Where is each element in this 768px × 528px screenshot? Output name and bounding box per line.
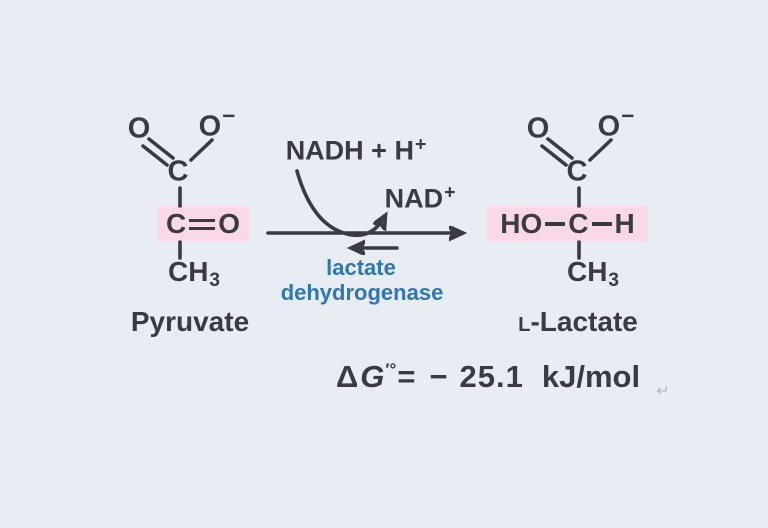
negative-charge: −	[621, 103, 635, 129]
lactate-bonds	[540, 137, 613, 260]
pyruvate-bonds	[141, 137, 214, 260]
gibbs-g: G	[360, 359, 385, 394]
oxygen-label: O	[198, 110, 222, 143]
lactate-name-label: L-Lactate	[518, 308, 638, 336]
minus-sign: −	[429, 359, 448, 394]
lactate-carboxylate-oxygen: O−	[597, 104, 635, 143]
prime-degree-superscript: ′°	[385, 359, 397, 379]
lactate-carbonyl-oxygen: O	[526, 112, 550, 145]
lactate-smallcap-l: L	[518, 314, 531, 336]
pyruvate-carboxylate-oxygen: O−	[198, 104, 236, 143]
c-h-bond	[591, 222, 612, 226]
nadh-label: NADH + H+	[285, 135, 427, 166]
return-mark-icon: ↵	[656, 383, 670, 400]
nadh-plus-charge: +	[414, 133, 427, 156]
nadh-text: NADH + H	[285, 135, 414, 166]
negative-charge: −	[222, 103, 236, 129]
enzyme-name-line2: dehydrogenase	[280, 280, 444, 305]
cofactor-curved-arrow	[295, 169, 385, 238]
equals-sign: =	[397, 359, 416, 394]
delta-symbol: Δ	[336, 359, 359, 394]
pyruvate-methyl-group: CH3	[167, 256, 220, 291]
pyruvate-name-label: Pyruvate	[130, 306, 250, 337]
nad-label: NAD+	[384, 183, 456, 214]
alpha-carbon-label: C	[568, 208, 589, 239]
ho-c-bond	[545, 222, 566, 226]
lactate-methyl-group: CH3	[566, 256, 619, 291]
energy-value: 25.1	[459, 359, 524, 394]
keto-carbon-label: C	[165, 208, 187, 239]
hydroxyl-group-label: HO	[500, 208, 543, 239]
lactate-name-rest: -Lactate	[530, 306, 638, 337]
methyl-label: CH	[566, 256, 608, 287]
reaction-arrows	[266, 169, 462, 248]
alpha-hydrogen-label: H	[614, 208, 635, 239]
methyl-label: CH	[167, 256, 209, 287]
nad-plus-charge: +	[444, 181, 456, 204]
pyruvate-carbonyl-oxygen: O	[127, 112, 151, 145]
methyl-subscript: 3	[608, 270, 620, 292]
methyl-subscript: 3	[209, 270, 221, 292]
energy-unit: kJ/mol	[541, 359, 641, 394]
oxygen-label: O	[597, 110, 621, 143]
lactate-carboxyl-carbon: C	[566, 155, 588, 188]
enzyme-name-line1: lactate	[326, 255, 396, 280]
nad-text: NAD	[384, 183, 444, 214]
keto-double-bond	[189, 218, 216, 230]
pyruvate-carboxyl-carbon: C	[167, 155, 189, 188]
keto-oxygen-label: O	[218, 208, 240, 239]
